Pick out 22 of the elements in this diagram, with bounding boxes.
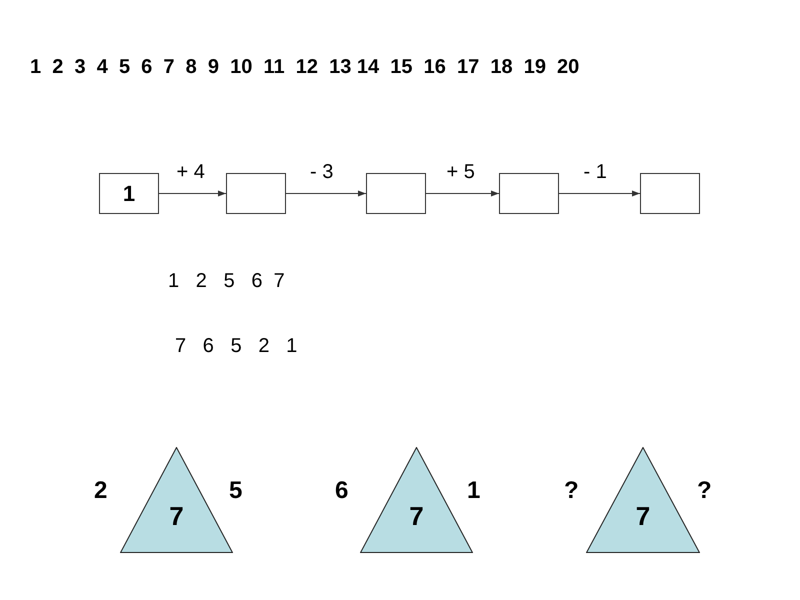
number-sequence: 1 2 5 6 7: [168, 270, 285, 293]
empty-box: [640, 173, 700, 214]
arrow: [286, 190, 366, 196]
number: 7: [169, 501, 184, 532]
number: 2: [94, 477, 108, 505]
number-line: 1 2 3 4 5 6 7 8 9 10 11 12 13 14 15 16 17 18 19 20: [30, 56, 580, 79]
arrow: [158, 190, 226, 196]
number: 6: [335, 477, 348, 505]
arrow: [558, 190, 640, 196]
number: ?: [697, 477, 712, 505]
number: ?: [564, 477, 579, 505]
empty-box: [226, 173, 286, 214]
number-sequence: 7 6 5 2 1: [175, 335, 298, 358]
number: 7: [409, 501, 424, 532]
number: 5: [229, 477, 242, 505]
number-box: 1: [99, 173, 159, 214]
triangle: [586, 447, 700, 553]
number: 1: [467, 477, 480, 505]
empty-box: [366, 173, 426, 214]
number: 7: [636, 501, 650, 532]
empty-box: [499, 173, 559, 214]
arrow: [426, 190, 500, 196]
